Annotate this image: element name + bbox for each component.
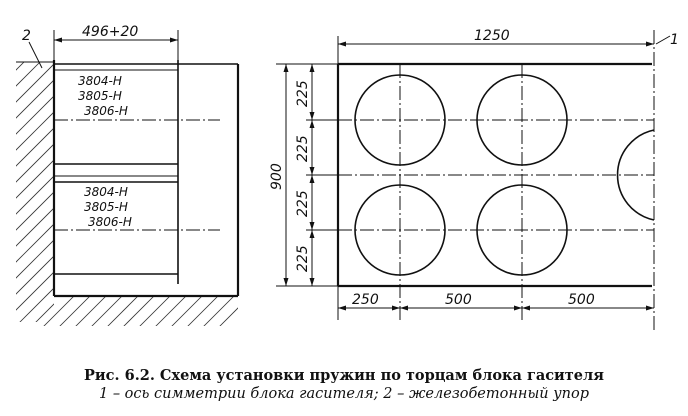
left-view: 496+20 2 3804-Н 3805-Н 3806-Н 3804-Н 380… <box>16 24 240 326</box>
spring-circle <box>476 184 568 276</box>
pitch-label: 225 <box>295 190 311 217</box>
column-label: 500 <box>445 292 472 308</box>
dimension-label-height: 900 <box>269 163 285 190</box>
dimension-column-chain: 250 500 500 <box>337 286 654 320</box>
spring-label: 3805-Н <box>78 89 122 103</box>
dimension-block-depth: 496+20 <box>53 24 179 60</box>
spring-circle <box>354 184 446 276</box>
figure-caption: Рис. 6.2. Схема установки пружин по торц… <box>0 367 688 403</box>
caption-legend: 1 – ось симметрии блока гасителя; 2 – же… <box>98 386 589 402</box>
caption-title: Рис. 6.2. Схема установки пружин по торц… <box>84 367 604 384</box>
column-label: 250 <box>352 292 379 308</box>
callout-1-label: 1 <box>670 32 679 48</box>
concrete-stop-hatching <box>16 62 54 322</box>
dimension-label-width: 1250 <box>474 28 510 44</box>
dimension-row-pitches: 225 225 225 225 <box>295 64 338 286</box>
damper-block-end <box>54 60 238 284</box>
dimension-overall-width: 1250 <box>337 28 654 64</box>
spring-label: 3806-Н <box>84 104 128 118</box>
pitch-label: 225 <box>295 80 311 107</box>
spring-circle-partial <box>616 129 655 221</box>
right-view: 1250 1 900 <box>269 28 679 330</box>
pitch-label: 225 <box>295 245 311 272</box>
dimension-overall-height: 900 <box>269 63 338 287</box>
concrete-stop-hatching-bottom <box>43 296 238 326</box>
spring-label: 3806-Н <box>88 215 132 229</box>
spring-group-upper: 3804-Н 3805-Н 3806-Н <box>78 74 128 118</box>
callout-1: 1 <box>655 32 679 48</box>
pitch-label: 225 <box>295 135 311 162</box>
spring-label: 3804-Н <box>78 74 122 88</box>
spring-label: 3805-Н <box>84 200 128 214</box>
spring-label: 3804-Н <box>84 185 128 199</box>
spring-circle <box>476 74 568 166</box>
callout-2-label: 2 <box>22 28 31 44</box>
column-label: 500 <box>568 292 595 308</box>
callout-2: 2 <box>22 28 43 69</box>
spring-group-lower: 3804-Н 3805-Н 3806-Н <box>84 185 132 229</box>
dimension-label-depth: 496+20 <box>82 24 138 40</box>
spring-circle <box>354 74 446 166</box>
